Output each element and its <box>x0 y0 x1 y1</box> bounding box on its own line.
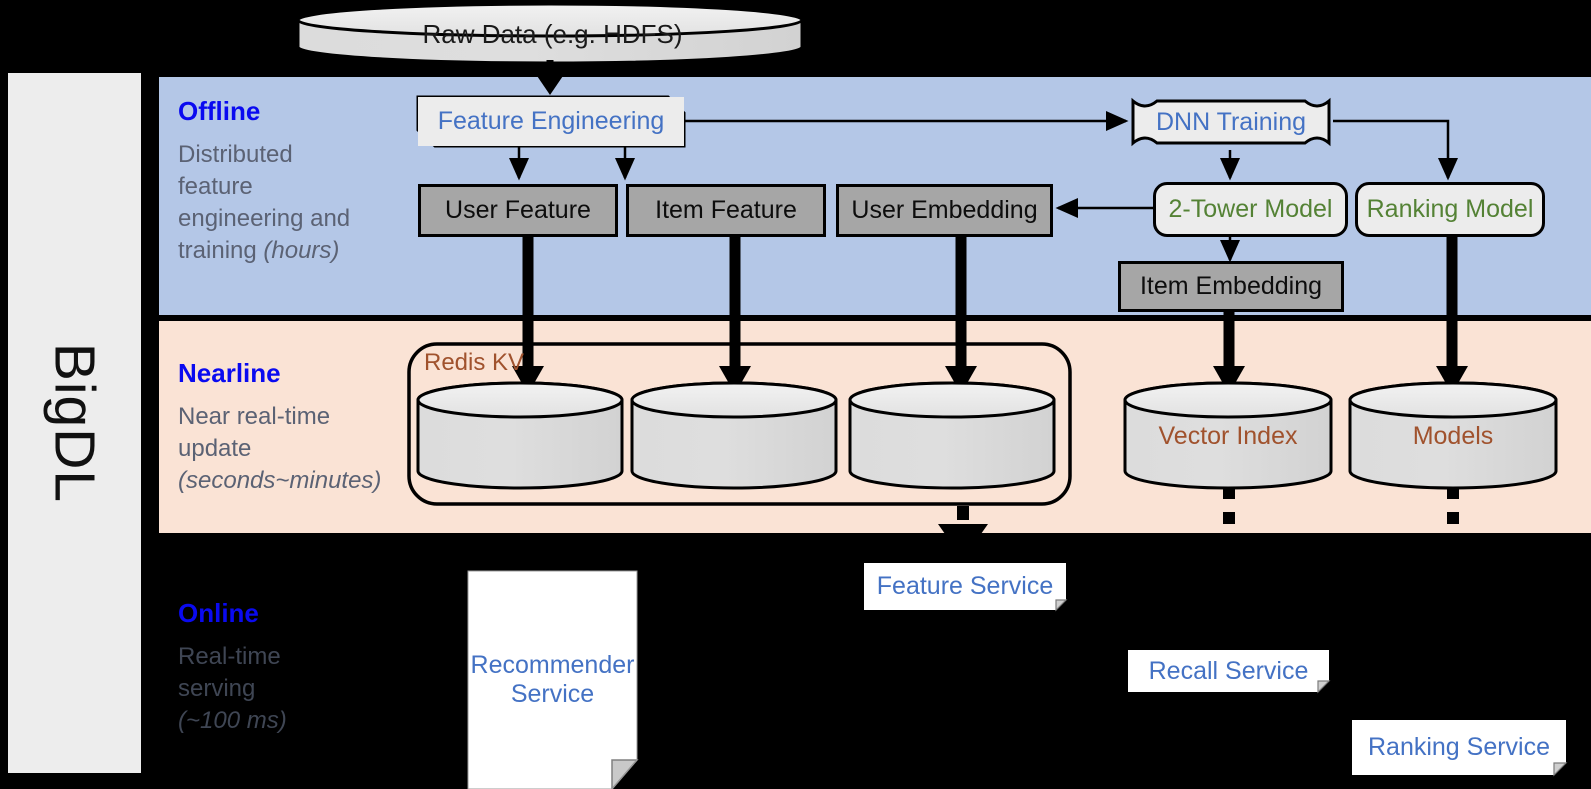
band-desc-line: serving <box>178 674 256 702</box>
vector-index-label: Vector Index <box>1158 421 1298 450</box>
framework-sidebar: BigDL <box>8 73 141 773</box>
models-label: Models <box>1412 421 1494 450</box>
recommender-service-line1: Recommender <box>470 651 635 680</box>
recommender-service-label[interactable]: Recommender Service <box>468 571 637 789</box>
item-feature-box[interactable]: Item Feature <box>626 184 826 237</box>
ranking-model-box[interactable]: Ranking Model <box>1355 182 1545 237</box>
band-desc-emphasis: (~100 ms) <box>178 706 287 734</box>
band-title-offline: Offline <box>178 96 261 126</box>
band-desc-offline: Distributed feature engineering and trai… <box>178 139 398 267</box>
band-caption-nearline: Nearline Near real-time update (seconds~… <box>178 358 428 497</box>
dnn-training-label[interactable]: DNN Training <box>1155 107 1307 136</box>
band-caption-offline: Offline Distributed feature engineering … <box>178 96 398 267</box>
user-feature-box[interactable]: User Feature <box>418 184 618 237</box>
band-desc-line: update <box>178 434 252 462</box>
raw-data-label: Raw Data (e.g. HDFS) <box>422 19 683 49</box>
band-caption-online: Online Real-time serving (~100 ms) <box>178 598 398 737</box>
feature-service-label[interactable]: Feature Service <box>876 572 1054 601</box>
redis-kv-group-label: Redis KV <box>424 349 525 376</box>
band-title-online: Online <box>178 598 259 628</box>
recall-service-label[interactable]: Recall Service <box>1148 656 1309 685</box>
band-desc-emphasis: (seconds~minutes) <box>178 466 382 494</box>
band-desc-line: feature <box>178 172 253 200</box>
feature-engineering-label[interactable]: Feature Engineering <box>418 97 684 146</box>
band-desc-line: Distributed <box>178 141 293 168</box>
band-title-nearline: Nearline <box>178 358 281 388</box>
recommender-service-line2: Service <box>510 680 595 708</box>
item-embedding-box[interactable]: Item Embedding <box>1118 261 1344 312</box>
band-desc-line: Real-time <box>178 643 281 670</box>
ranking-service-label[interactable]: Ranking Service <box>1367 733 1551 762</box>
band-desc-emphasis: (hours) <box>263 236 340 264</box>
band-desc-line: engineering and <box>178 204 351 232</box>
band-desc-nearline: Near real-time update (seconds~minutes) <box>178 401 428 497</box>
band-desc-line: Near real-time <box>178 403 331 430</box>
user-embedding-box[interactable]: User Embedding <box>836 184 1053 237</box>
band-desc-line: training <box>178 236 264 264</box>
two-tower-model-box[interactable]: 2-Tower Model <box>1153 182 1348 237</box>
band-desc-online: Real-time serving (~100 ms) <box>178 641 398 737</box>
